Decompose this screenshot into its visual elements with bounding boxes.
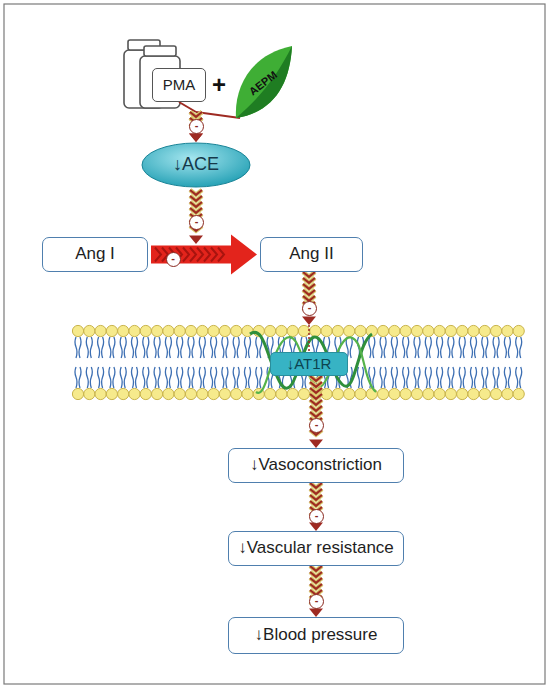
inhibition-sign: - xyxy=(189,119,204,134)
process-box: ↓Blood pressure xyxy=(228,617,404,654)
process-box: ↓Vascular resistance xyxy=(228,531,404,566)
node-text: PMA xyxy=(163,77,196,94)
enzyme-ellipse: ↓ACE xyxy=(141,142,251,188)
inhibition-sign: - xyxy=(166,252,181,267)
node-text: ↓Blood pressure xyxy=(255,626,378,645)
inhibition-arrow xyxy=(309,566,323,617)
inhibition-arrow xyxy=(309,376,323,448)
receptor-helix xyxy=(250,332,376,392)
node-text: ↓AT1R xyxy=(287,356,332,373)
ace-arrow xyxy=(189,190,203,244)
inhibition-arrow xyxy=(309,483,323,531)
leaf-node: AEPM xyxy=(232,44,294,122)
plus-sign: + xyxy=(212,71,226,99)
process-box: Ang II xyxy=(260,237,363,272)
inhibition-sign: - xyxy=(189,215,204,230)
inhibition-sign: - xyxy=(302,301,317,316)
inhibition-arrow xyxy=(179,102,203,142)
inhibition-arrow xyxy=(189,112,240,142)
lipid-bilayer xyxy=(72,325,524,399)
inhibition-sign: - xyxy=(309,509,324,524)
node-text: ↓Vasoconstriction xyxy=(250,456,382,475)
inhibition-sign: - xyxy=(309,594,324,609)
node-text: Ang I xyxy=(75,245,115,264)
node-text: Ang II xyxy=(289,245,333,264)
node-text: ↓ACE xyxy=(173,155,219,175)
frame xyxy=(4,4,545,684)
receptor-box: ↓AT1R xyxy=(270,352,348,376)
inhibition-arrow xyxy=(151,235,257,275)
node-text: ↓Vascular resistance xyxy=(238,539,394,558)
process-box: ↓Vasoconstriction xyxy=(228,448,404,483)
inhibition-sign: - xyxy=(309,418,324,433)
process-box: Ang I xyxy=(42,237,148,272)
drug-label-box: PMA xyxy=(152,68,206,102)
inhibition-arrow xyxy=(302,272,316,352)
